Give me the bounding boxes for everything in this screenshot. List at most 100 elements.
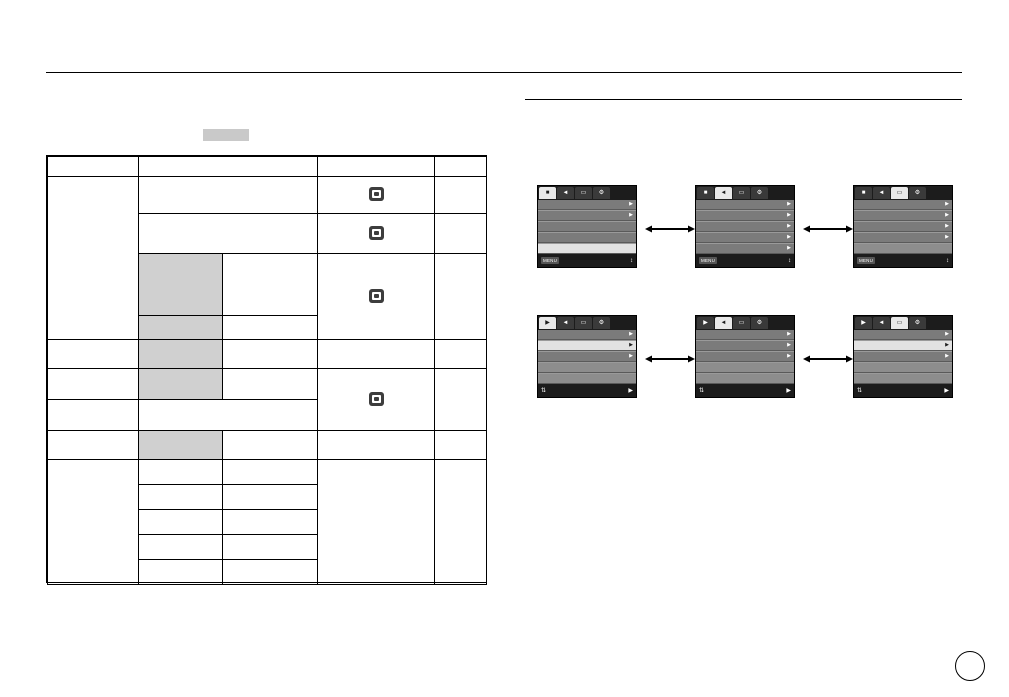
table-cell bbox=[222, 253, 318, 316]
menu-item[interactable] bbox=[538, 363, 636, 373]
menu-item-selected[interactable]: ▶ bbox=[538, 341, 636, 351]
flow-arrow bbox=[645, 223, 695, 235]
sound-tab-icon[interactable]: ◄ bbox=[873, 187, 890, 199]
menu-item[interactable]: ▶ bbox=[696, 211, 794, 221]
menu-item[interactable] bbox=[538, 222, 636, 232]
settings-tab-icon[interactable]: ⚙ bbox=[593, 317, 610, 329]
chevron-right-icon: ▶ bbox=[629, 201, 633, 207]
table-cell bbox=[138, 559, 223, 585]
sound-tab-icon[interactable]: ◄ bbox=[557, 317, 574, 329]
tab-glyph: ⚙ bbox=[914, 190, 921, 196]
settings-tab-icon[interactable]: ⚙ bbox=[909, 187, 926, 199]
chevron-right-icon: ▶ bbox=[787, 245, 791, 251]
chevron-right-icon: ▶ bbox=[787, 223, 791, 229]
menu-item[interactable]: ▶ bbox=[538, 352, 636, 362]
camera-tab-icon[interactable]: ■ bbox=[539, 187, 556, 199]
table-cell bbox=[138, 534, 223, 560]
sound-tab-icon[interactable]: ◄ bbox=[715, 187, 732, 199]
flow-arrow bbox=[645, 353, 695, 365]
menu-key-label[interactable]: MENU bbox=[699, 257, 718, 264]
camera-chip-icon bbox=[368, 288, 384, 303]
menu-item[interactable]: ▶ bbox=[696, 200, 794, 210]
menu-item[interactable] bbox=[538, 233, 636, 243]
table-cell bbox=[222, 534, 318, 560]
menu-item[interactable]: ▶ bbox=[538, 211, 636, 221]
menu-item[interactable]: ▶ bbox=[538, 200, 636, 210]
menu-item[interactable] bbox=[696, 363, 794, 373]
display-tab-icon[interactable]: ▭ bbox=[891, 187, 908, 199]
table-cell bbox=[317, 339, 435, 369]
display-tab-icon[interactable]: ▭ bbox=[575, 317, 592, 329]
play-screen-3[interactable]: ▶ ◄ ▭ ⚙ ▶ ▶ ▶ ⇅ ▶ bbox=[853, 315, 953, 398]
menu-item[interactable]: ▶ bbox=[854, 211, 952, 221]
play-tab-icon[interactable]: ▶ bbox=[697, 317, 714, 329]
menu-item[interactable] bbox=[696, 374, 794, 384]
tab-bar: ■ ◄ ▭ ⚙ bbox=[696, 186, 794, 200]
sound-tab-icon[interactable]: ◄ bbox=[715, 317, 732, 329]
tab-glyph: ▶ bbox=[861, 320, 866, 326]
menu-item[interactable] bbox=[854, 374, 952, 384]
chevron-right-icon: ▶ bbox=[787, 212, 791, 218]
settings-tab-icon[interactable]: ⚙ bbox=[909, 317, 926, 329]
setup-screen-1[interactable]: ■ ◄ ▭ ⚙ ▶ ▶ MENU ↕ bbox=[537, 185, 637, 268]
chevron-right-icon: ▶ bbox=[629, 331, 633, 337]
menu-item[interactable]: ▶ bbox=[696, 330, 794, 340]
chevron-right-icon: ▶ bbox=[945, 201, 949, 207]
chevron-right-icon: ▶ bbox=[945, 331, 949, 337]
tab-glyph: ▶ bbox=[703, 320, 708, 326]
table-cell bbox=[222, 430, 318, 460]
tab-glyph: ◄ bbox=[878, 190, 885, 196]
menu-item[interactable] bbox=[538, 374, 636, 384]
setup-screen-2[interactable]: ■ ◄ ▭ ⚙ ▶ ▶ ▶ ▶ ▶ MENU ↕ bbox=[695, 185, 795, 268]
menu-item[interactable]: ▶ bbox=[696, 352, 794, 362]
menu-item[interactable]: ▶ bbox=[854, 200, 952, 210]
play-screen-2[interactable]: ▶ ◄ ▭ ⚙ ▶ ▶ ▶ ⇅ ▶ bbox=[695, 315, 795, 398]
tab-glyph: ▭ bbox=[580, 320, 587, 326]
menu-item[interactable]: ▶ bbox=[854, 352, 952, 362]
table-row bbox=[47, 339, 487, 369]
chevron-right-icon: ▶ bbox=[629, 353, 633, 359]
tab-bar: ▶ ◄ ▭ ⚙ bbox=[854, 316, 952, 330]
camera-tab-icon[interactable]: ■ bbox=[697, 187, 714, 199]
tab-glyph: ▭ bbox=[738, 190, 745, 196]
setup-screen-3[interactable]: ■ ◄ ▭ ⚙ ▶ ▶ ▶ ▶ MENU ↕ bbox=[853, 185, 953, 268]
settings-tab-icon[interactable]: ⚙ bbox=[751, 317, 768, 329]
play-icon[interactable]: ▶ bbox=[628, 388, 633, 394]
footer-bar: ⇅ ▶ bbox=[696, 384, 794, 397]
menu-item[interactable]: ▶ bbox=[854, 222, 952, 232]
play-icon[interactable]: ▶ bbox=[786, 388, 791, 394]
table-header-cell bbox=[138, 156, 318, 177]
display-tab-icon[interactable]: ▭ bbox=[733, 187, 750, 199]
menu-item[interactable]: ▶ bbox=[696, 233, 794, 243]
menu-key-label[interactable]: MENU bbox=[541, 257, 560, 264]
display-tab-icon[interactable]: ▭ bbox=[891, 317, 908, 329]
table-cell-icon bbox=[317, 253, 435, 340]
menu-item-selected[interactable] bbox=[538, 244, 636, 254]
camera-tab-icon[interactable]: ■ bbox=[855, 187, 872, 199]
spec-table bbox=[46, 155, 487, 585]
table-cell-shaded bbox=[138, 339, 223, 369]
menu-item[interactable]: ▶ bbox=[696, 222, 794, 232]
play-tab-icon[interactable]: ▶ bbox=[855, 317, 872, 329]
menu-item[interactable]: ▶ bbox=[854, 330, 952, 340]
display-tab-icon[interactable]: ▭ bbox=[733, 317, 750, 329]
menu-item[interactable]: ▶ bbox=[854, 233, 952, 243]
menu-item-selected[interactable]: ▶ bbox=[854, 341, 952, 351]
table-cell bbox=[222, 559, 318, 585]
menu-item[interactable] bbox=[854, 363, 952, 373]
settings-tab-icon[interactable]: ⚙ bbox=[593, 187, 610, 199]
sound-tab-icon[interactable]: ◄ bbox=[873, 317, 890, 329]
play-tab-icon[interactable]: ▶ bbox=[539, 317, 556, 329]
play-icon[interactable]: ▶ bbox=[944, 388, 949, 394]
menu-key-label[interactable]: MENU bbox=[857, 257, 876, 264]
tab-glyph: ■ bbox=[703, 190, 708, 196]
menu-item[interactable]: ▶ bbox=[538, 330, 636, 340]
menu-item[interactable]: ▶ bbox=[696, 341, 794, 351]
menu-item[interactable] bbox=[854, 244, 952, 254]
table-cell bbox=[138, 459, 223, 485]
menu-item[interactable]: ▶ bbox=[696, 244, 794, 254]
sound-tab-icon[interactable]: ◄ bbox=[557, 187, 574, 199]
display-tab-icon[interactable]: ▭ bbox=[575, 187, 592, 199]
settings-tab-icon[interactable]: ⚙ bbox=[751, 187, 768, 199]
play-screen-1[interactable]: ▶ ◄ ▭ ⚙ ▶ ▶ ▶ ⇅ ▶ bbox=[537, 315, 637, 398]
